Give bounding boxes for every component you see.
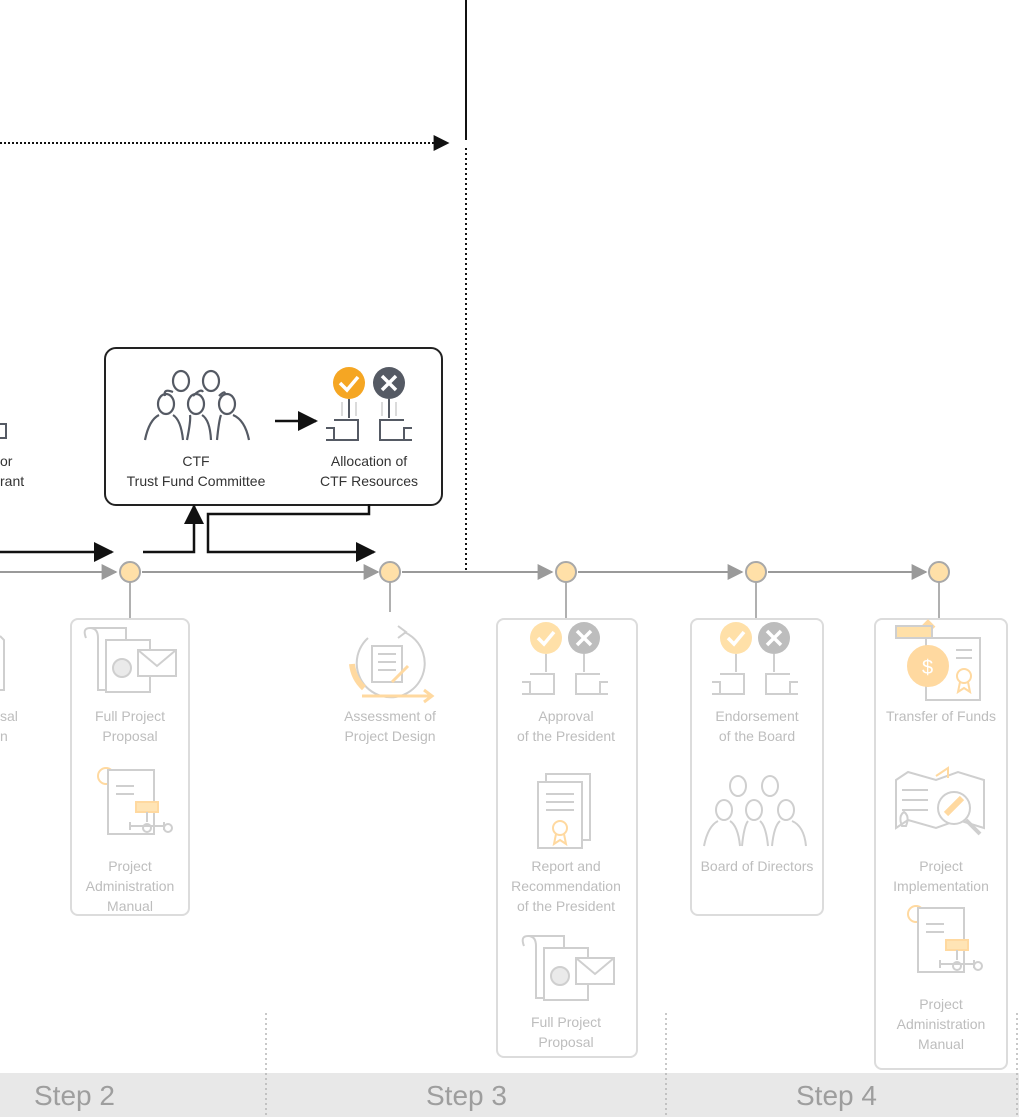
money-bag-icon: $ bbox=[895, 619, 981, 701]
timeline-node bbox=[745, 561, 767, 583]
step-2-label: Step 2 bbox=[34, 1080, 115, 1111]
document-envelope-icon bbox=[521, 934, 615, 1001]
step-3-label: Step 3 bbox=[426, 1080, 507, 1111]
committee-people-icon bbox=[143, 369, 251, 441]
timeline-node bbox=[119, 561, 141, 583]
stage-card-board bbox=[690, 618, 824, 916]
partial-doc-icon bbox=[0, 635, 5, 691]
black-arrow-back bbox=[206, 504, 376, 562]
timeline-node bbox=[928, 561, 950, 583]
approve-reject-icon bbox=[522, 622, 608, 695]
step-4-label: Step 4 bbox=[796, 1080, 877, 1111]
approve-reject-icon bbox=[712, 622, 798, 695]
timeline-node bbox=[555, 561, 577, 583]
label-board-of-directors: Board of Directors bbox=[700, 858, 814, 874]
manual-flowchart-icon bbox=[97, 767, 173, 835]
timeline-node bbox=[379, 561, 401, 583]
manual-flowchart-icon bbox=[907, 905, 983, 973]
allocation-approve-reject-icon bbox=[326, 367, 412, 441]
document-envelope-icon bbox=[83, 626, 177, 693]
partial-hand-icon bbox=[0, 423, 7, 439]
label-transfer-of-funds: Transfer of Funds bbox=[886, 708, 996, 724]
assessment-checklist-icon bbox=[349, 625, 435, 704]
board-people-icon bbox=[703, 775, 807, 847]
step-bar bbox=[0, 1073, 1019, 1117]
report-certificate-icon bbox=[537, 773, 591, 849]
black-arrow-up bbox=[143, 504, 204, 554]
map-magnifier-icon bbox=[895, 766, 985, 836]
svg-text:$: $ bbox=[922, 657, 933, 679]
